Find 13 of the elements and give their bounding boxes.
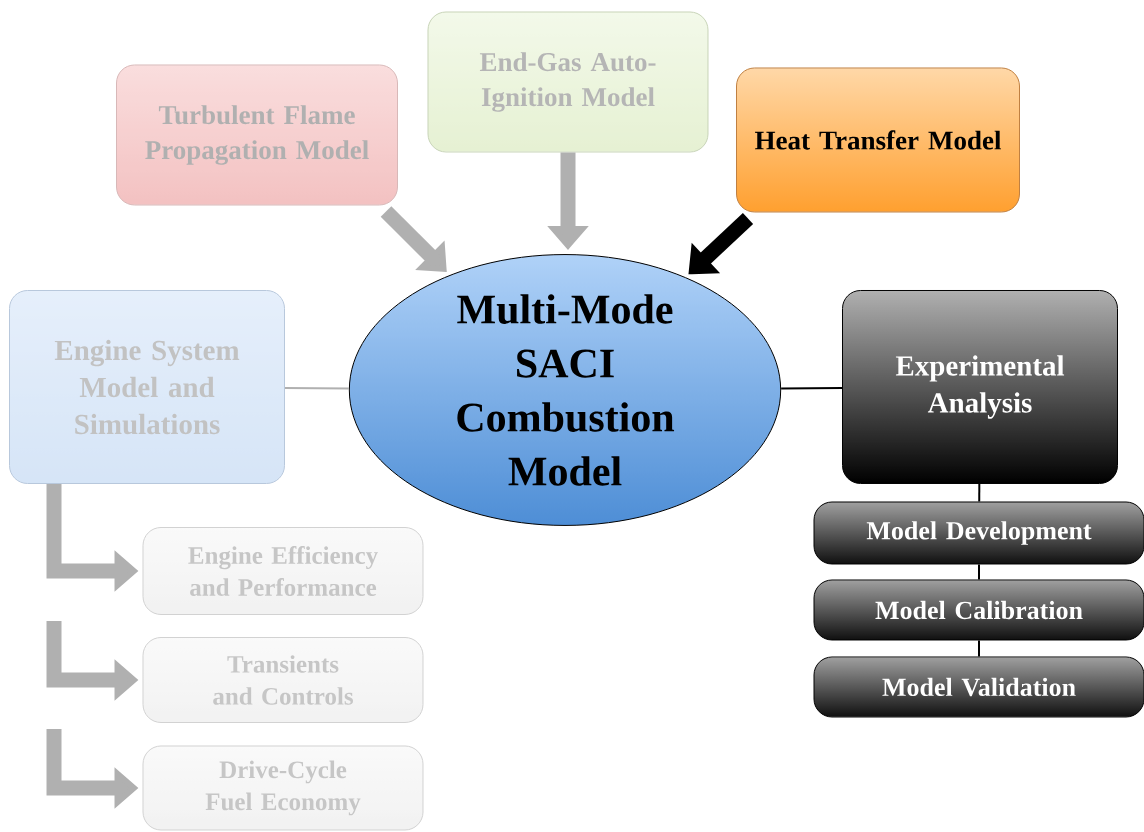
step-box: Model Calibration [813,579,1144,641]
step-box: Model Development [813,501,1144,565]
model-box: Turbulent Flame Propagation Model [116,64,398,206]
connector-line [978,563,980,581]
model-box: Heat Transfer Model [736,67,1020,213]
model-box: End-Gas Auto-Ignition Model [427,11,709,153]
block-arrow [688,213,754,275]
connector-line [780,387,843,390]
analysis-box: Experimental Analysis [842,290,1118,484]
connector-line [978,483,981,503]
step-box: Model Validation [813,656,1144,718]
connector-line [284,387,350,390]
connector-line [978,639,980,658]
